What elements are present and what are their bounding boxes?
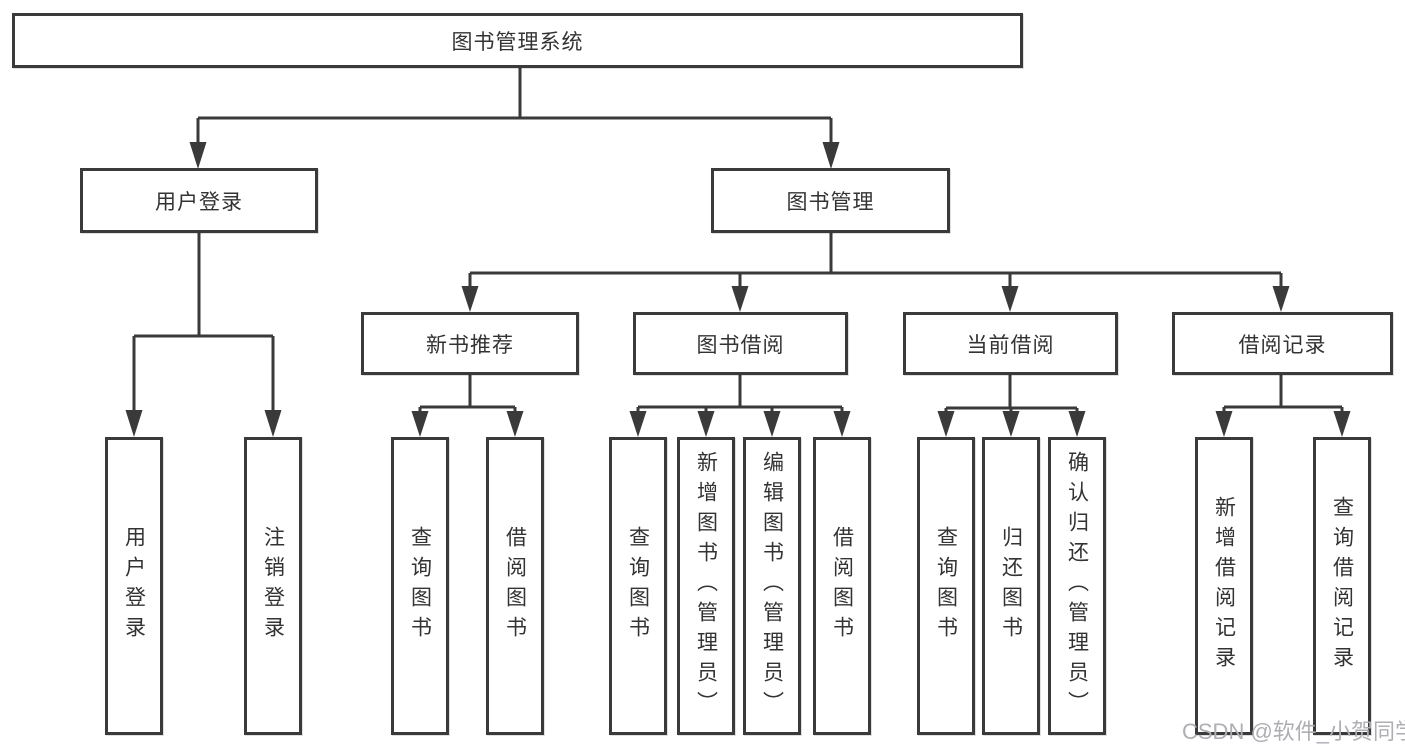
arrowhead: [125, 410, 143, 437]
node-book-management: 图书管理: [711, 168, 950, 233]
arrowhead: [822, 142, 840, 169]
arrowhead: [697, 411, 715, 437]
node-book-borrowing: 图书借阅: [633, 312, 848, 375]
leaf-return-books: 归还图书: [982, 437, 1040, 735]
watermark: CSDN @软件_小贺同学: [1182, 719, 1405, 744]
leaf-query-borrow-record: 查询借阅记录: [1313, 437, 1371, 735]
arrowhead: [1272, 286, 1290, 312]
leaf-logout-label: 注销登录: [261, 526, 285, 646]
arrowhead: [763, 411, 781, 437]
leaf-logout: 注销登录: [244, 437, 302, 735]
arrowhead: [1001, 286, 1019, 312]
arrowhead: [1068, 411, 1086, 437]
arrowhead: [189, 142, 207, 169]
connector-borrowing-records-children: [1215, 375, 1351, 437]
leaf-add-book-admin: 新增图书（管理员）: [677, 437, 735, 735]
leaf-query-borrow-record-label: 查询借阅记录: [1330, 496, 1354, 676]
leaf-borrow-books-recommend-label: 借阅图书: [503, 526, 527, 646]
node-new-book-recommend: 新书推荐: [361, 312, 579, 375]
leaf-query-books-current: 查询图书: [917, 437, 975, 735]
leaf-return-books-label: 归还图书: [999, 526, 1023, 646]
connector-user-login-children: [125, 233, 282, 437]
leaf-query-books-borrowing-label: 查询图书: [626, 526, 650, 646]
leaf-borrow-books-recommend: 借阅图书: [486, 437, 544, 735]
leaf-user-login: 用户登录: [105, 437, 163, 735]
leaf-add-book-admin-label: 新增图书（管理员）: [694, 451, 718, 721]
leaf-borrow-books-borrowing: 借阅图书: [813, 437, 871, 735]
leaf-add-borrow-record: 新增借阅记录: [1195, 437, 1253, 735]
leaf-add-borrow-record-label: 新增借阅记录: [1212, 496, 1236, 676]
leaf-query-books-current-label: 查询图书: [934, 526, 958, 646]
arrowhead: [937, 411, 955, 437]
leaf-confirm-return-admin: 确认归还（管理员）: [1048, 437, 1106, 735]
leaf-borrow-books-borrowing-label: 借阅图书: [830, 526, 854, 646]
arrowhead: [1333, 411, 1351, 437]
arrowhead: [731, 286, 749, 312]
leaf-query-books-recommend: 查询图书: [391, 437, 449, 735]
arrowhead: [1215, 411, 1233, 437]
arrowhead: [1002, 411, 1020, 437]
leaf-query-books-recommend-label: 查询图书: [408, 526, 432, 646]
connector-new-book-recommend-children: [411, 375, 524, 437]
arrowhead: [629, 411, 647, 437]
arrowhead: [264, 410, 282, 437]
leaf-edit-book-admin-label: 编辑图书（管理员）: [760, 451, 784, 721]
leaf-confirm-return-admin-label: 确认归还（管理员）: [1065, 451, 1089, 721]
arrowhead: [411, 411, 429, 437]
arrowhead: [461, 286, 479, 312]
arrowhead: [506, 411, 524, 437]
connector-book-borrowing-children: [629, 375, 851, 437]
arrowhead: [833, 411, 851, 437]
node-library-system: 图书管理系统: [12, 13, 1023, 68]
leaf-query-books-borrowing: 查询图书: [609, 437, 667, 735]
node-borrowing-records: 借阅记录: [1172, 312, 1393, 375]
node-current-borrowing: 当前借阅: [903, 312, 1118, 375]
leaf-user-login-label: 用户登录: [122, 526, 146, 646]
node-user-login: 用户登录: [80, 168, 318, 233]
leaf-edit-book-admin: 编辑图书（管理员）: [743, 437, 801, 735]
connector-root-to-level2: [189, 68, 840, 169]
connector-book-management-children: [461, 233, 1290, 312]
connector-current-borrowing-children: [937, 375, 1086, 437]
